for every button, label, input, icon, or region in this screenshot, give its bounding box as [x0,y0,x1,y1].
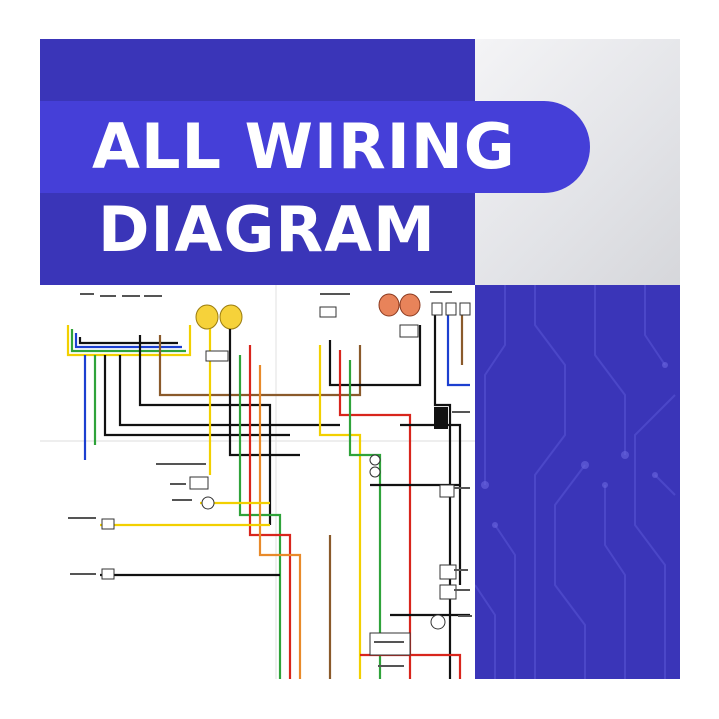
wiring-diagram-cover: ALL WIRING DIAGRAM [40,39,680,679]
circuit-pattern-panel [475,285,680,679]
title-highlight-band [40,101,590,193]
title-line-1: ALL WIRING [92,110,516,183]
wiring-schematic-drawing [40,285,475,679]
wiring-schematic [40,285,475,679]
title-line-2: DIAGRAM [98,193,436,266]
headlight-bulb-icon [195,293,421,330]
circuit-trace-pattern-icon [475,285,676,679]
relay-block [434,407,448,429]
